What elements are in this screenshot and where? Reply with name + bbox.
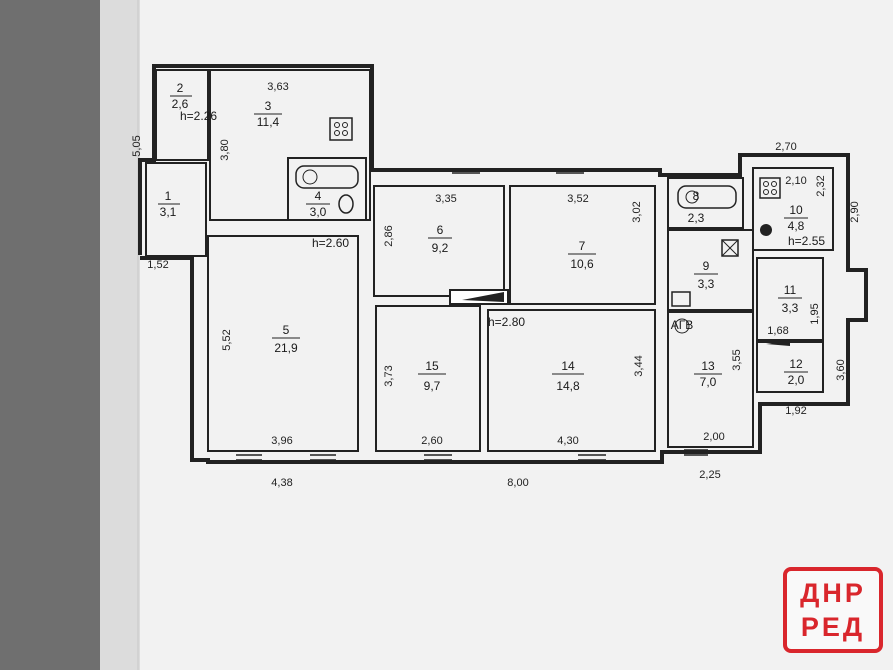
watermark-line-1: ДНР: [800, 578, 866, 608]
gas-block-icon: [671, 291, 691, 307]
room-outline-6: [373, 185, 505, 297]
dimension: 3,35: [435, 193, 456, 205]
stove-icon: [329, 117, 353, 141]
dimension: 3,96: [271, 435, 292, 447]
room-outline-3: [209, 69, 371, 221]
room-area: 2,6: [172, 97, 189, 111]
room-outline-4: [287, 157, 367, 221]
ceiling-height: h=2.26: [180, 109, 217, 123]
room-outline-7: [509, 185, 656, 305]
room-number: 8: [693, 189, 700, 203]
dimension: 2,86: [383, 225, 395, 246]
dimension: 3,63: [267, 81, 288, 93]
room-outline-8: [667, 177, 744, 229]
room-area: 2,3: [688, 211, 705, 225]
dimension: 3,60: [835, 359, 847, 380]
dimension: 2,00: [703, 431, 724, 443]
room-area: 11,4: [257, 115, 280, 129]
room-area: 14,8: [556, 379, 580, 393]
bathtub-icon: [295, 165, 359, 189]
room-number: 15: [425, 359, 439, 373]
dimension: 2,10: [785, 175, 806, 187]
dimension: 3,44: [633, 355, 645, 376]
room-number: 10: [789, 203, 803, 217]
dimension: 2,60: [421, 435, 442, 447]
room-area: 9,7: [424, 379, 441, 393]
dimension: 4,38: [271, 477, 292, 489]
dimension: 2,32: [815, 175, 827, 196]
dimension: 3,73: [383, 365, 395, 386]
room-number: 14: [561, 359, 575, 373]
gas-meter-icon: [674, 318, 690, 334]
ceiling-height: h=2.55: [788, 234, 825, 248]
room-outline-5: [207, 235, 359, 452]
dimension: 8,00: [507, 477, 528, 489]
room-outline-9: [667, 229, 754, 311]
dimension: 5,52: [221, 329, 233, 350]
room-number: 3: [265, 99, 272, 113]
dimension: 3,55: [731, 349, 743, 370]
dimension: 2,70: [775, 141, 796, 153]
dimension: 1,92: [785, 405, 806, 417]
room-area: 10,6: [570, 257, 594, 271]
room-outline-15: [375, 305, 481, 452]
toilet-icon: [338, 194, 354, 214]
room-area: 3,0: [310, 205, 327, 219]
watermark-logo: ДНР РЕД: [783, 567, 883, 653]
ceiling-height: h=2.80: [488, 315, 525, 329]
room-outline-13: [667, 311, 754, 448]
room-number: 13: [701, 359, 715, 373]
room-number: 6: [437, 223, 444, 237]
ceiling-height: h=2.60: [312, 236, 349, 250]
room-area: 9,2: [432, 241, 449, 255]
room-area: 2,0: [788, 373, 805, 387]
room-number: 12: [789, 357, 803, 371]
room-area: 4,8: [788, 219, 805, 233]
dimension: 3,02: [631, 201, 643, 222]
dimension: 1,52: [147, 259, 168, 271]
room-number: 1: [165, 189, 172, 203]
dimension: 1,68: [767, 325, 788, 337]
dimension: 5,05: [131, 135, 143, 156]
room-number: 5: [283, 323, 290, 337]
room-outline-10: [752, 167, 834, 251]
room-number: 2: [177, 81, 184, 95]
vent-icon: [721, 239, 739, 257]
bathtub-icon-8: [677, 185, 737, 209]
room-area: 7,0: [700, 375, 717, 389]
room-number: 4: [315, 189, 322, 203]
boiler-icon: [760, 224, 772, 236]
room-number: 11: [784, 283, 797, 297]
room-area: 3,1: [160, 205, 177, 219]
stove-icon-10: [759, 177, 781, 199]
dimension: 3,80: [219, 139, 231, 160]
dimension: 4,30: [557, 435, 578, 447]
room-number: 9: [703, 259, 710, 273]
room-area: 3,3: [782, 301, 799, 315]
gas-meter-label: АГВ: [671, 318, 694, 332]
room-area: 3,3: [698, 277, 715, 291]
dimension: 2,25: [699, 469, 720, 481]
dimension: 3,52: [567, 193, 588, 205]
room-outline-14: [487, 309, 656, 452]
room-area: 21,9: [274, 341, 298, 355]
dimension: 2,90: [849, 201, 861, 222]
room-number: 7: [579, 239, 586, 253]
watermark-line-2: РЕД: [800, 612, 866, 642]
dimension: 1,95: [809, 303, 821, 324]
